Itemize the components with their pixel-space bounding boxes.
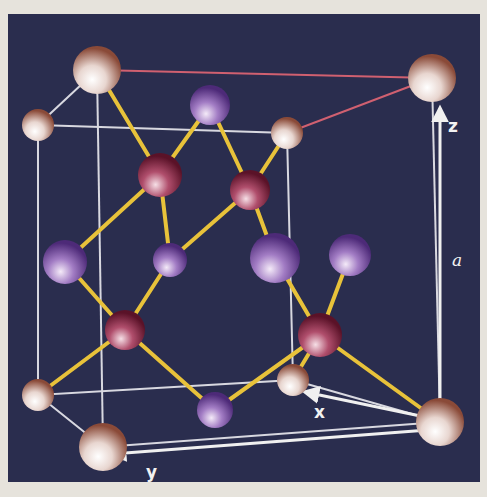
top-edges xyxy=(97,70,432,133)
axis-label: x xyxy=(314,404,325,421)
axis-label: y xyxy=(146,464,157,481)
cube-edges xyxy=(38,70,440,447)
axis-label: a xyxy=(452,252,462,269)
bonds xyxy=(38,70,440,422)
axis-arrows xyxy=(112,108,440,454)
background-panel xyxy=(8,14,480,482)
atoms xyxy=(22,46,464,471)
axis-label: z xyxy=(448,118,458,135)
